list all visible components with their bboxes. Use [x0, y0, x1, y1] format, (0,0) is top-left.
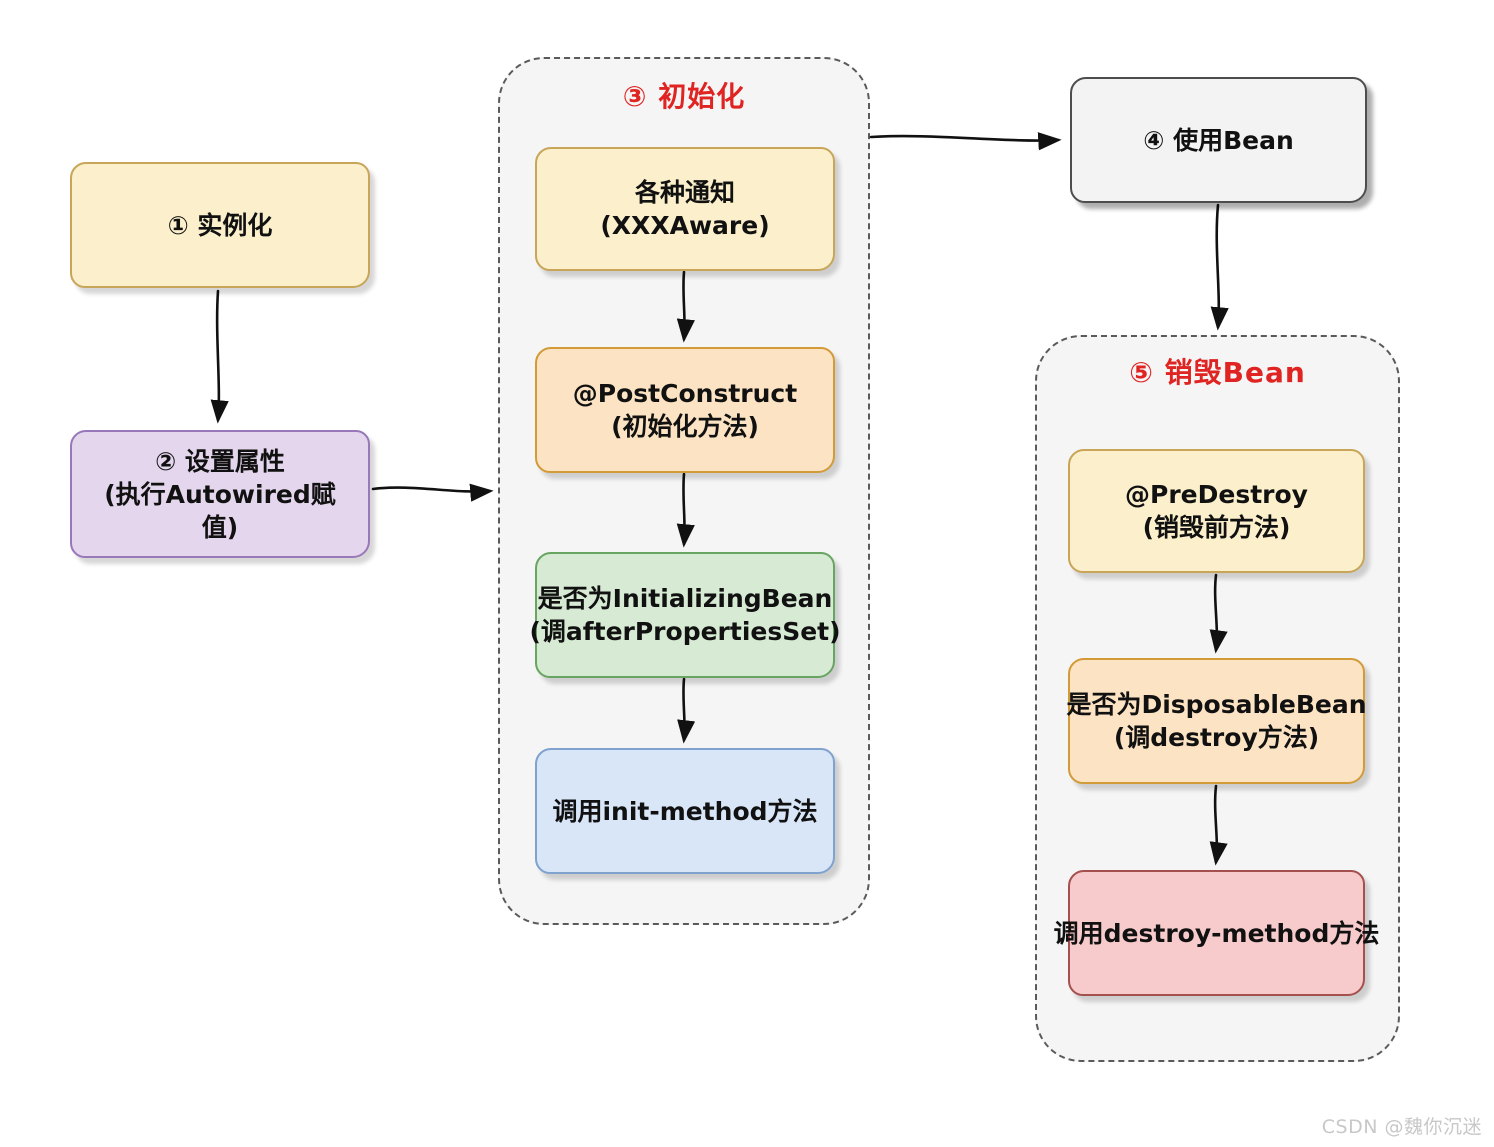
group-initialization-title: ③ 初始化: [622, 80, 746, 113]
arrow-use-bean-to-destroy-group: [1210, 203, 1229, 331]
node-label: 是否为DisposableBean: [1066, 690, 1367, 719]
arrow-init-group-to-use-bean: [869, 132, 1062, 151]
node-label: 调用init-method方法: [552, 796, 818, 826]
node-label: (XXXAware): [600, 211, 770, 240]
node-label: 值): [201, 512, 239, 542]
node-label: (销毁前方法): [1142, 513, 1291, 542]
node-aware-notifications: 各种通知 (XXXAware): [535, 147, 835, 271]
node-label: @PreDestroy: [1125, 480, 1308, 509]
node-label: (执行Autowired赋: [104, 479, 336, 509]
arrow-instantiate-to-set-properties: [210, 289, 229, 424]
node-label: ④ 使用Bean: [1143, 125, 1294, 155]
node-label: (调destroy方法): [1113, 723, 1320, 752]
node-label: ① 实例化: [167, 210, 273, 240]
node-post-construct: @PostConstruct (初始化方法): [535, 347, 835, 473]
node-initializing-bean: 是否为InitializingBean (调afterPropertiesSet…: [529, 552, 841, 678]
node-label: (调afterPropertiesSet): [529, 617, 841, 646]
node-init-method: 调用init-method方法: [535, 748, 835, 874]
node-label: ② 设置属性: [155, 446, 285, 476]
node-instantiate: ① 实例化: [70, 162, 370, 288]
group-destroy-bean-title: ⑤ 销毁Bean: [1129, 356, 1306, 389]
node-pre-destroy: @PreDestroy (销毁前方法): [1068, 449, 1365, 573]
node-set-properties: ② 设置属性 (执行Autowired赋 值): [70, 430, 370, 558]
arrow-set-properties-to-init-group: [371, 483, 494, 502]
node-use-bean: ④ 使用Bean: [1070, 77, 1367, 203]
csdn-watermark: CSDN @魏你沉迷: [1321, 1116, 1482, 1138]
node-label: 各种通知: [634, 178, 735, 207]
node-label: 调用destroy-method方法: [1053, 918, 1380, 948]
node-disposable-bean: 是否为DisposableBean (调destroy方法): [1066, 658, 1367, 784]
node-label: @PostConstruct: [572, 379, 798, 408]
node-destroy-method: 调用destroy-method方法: [1054, 870, 1379, 996]
node-label: (初始化方法): [611, 412, 759, 441]
node-label: 是否为InitializingBean: [537, 584, 833, 613]
